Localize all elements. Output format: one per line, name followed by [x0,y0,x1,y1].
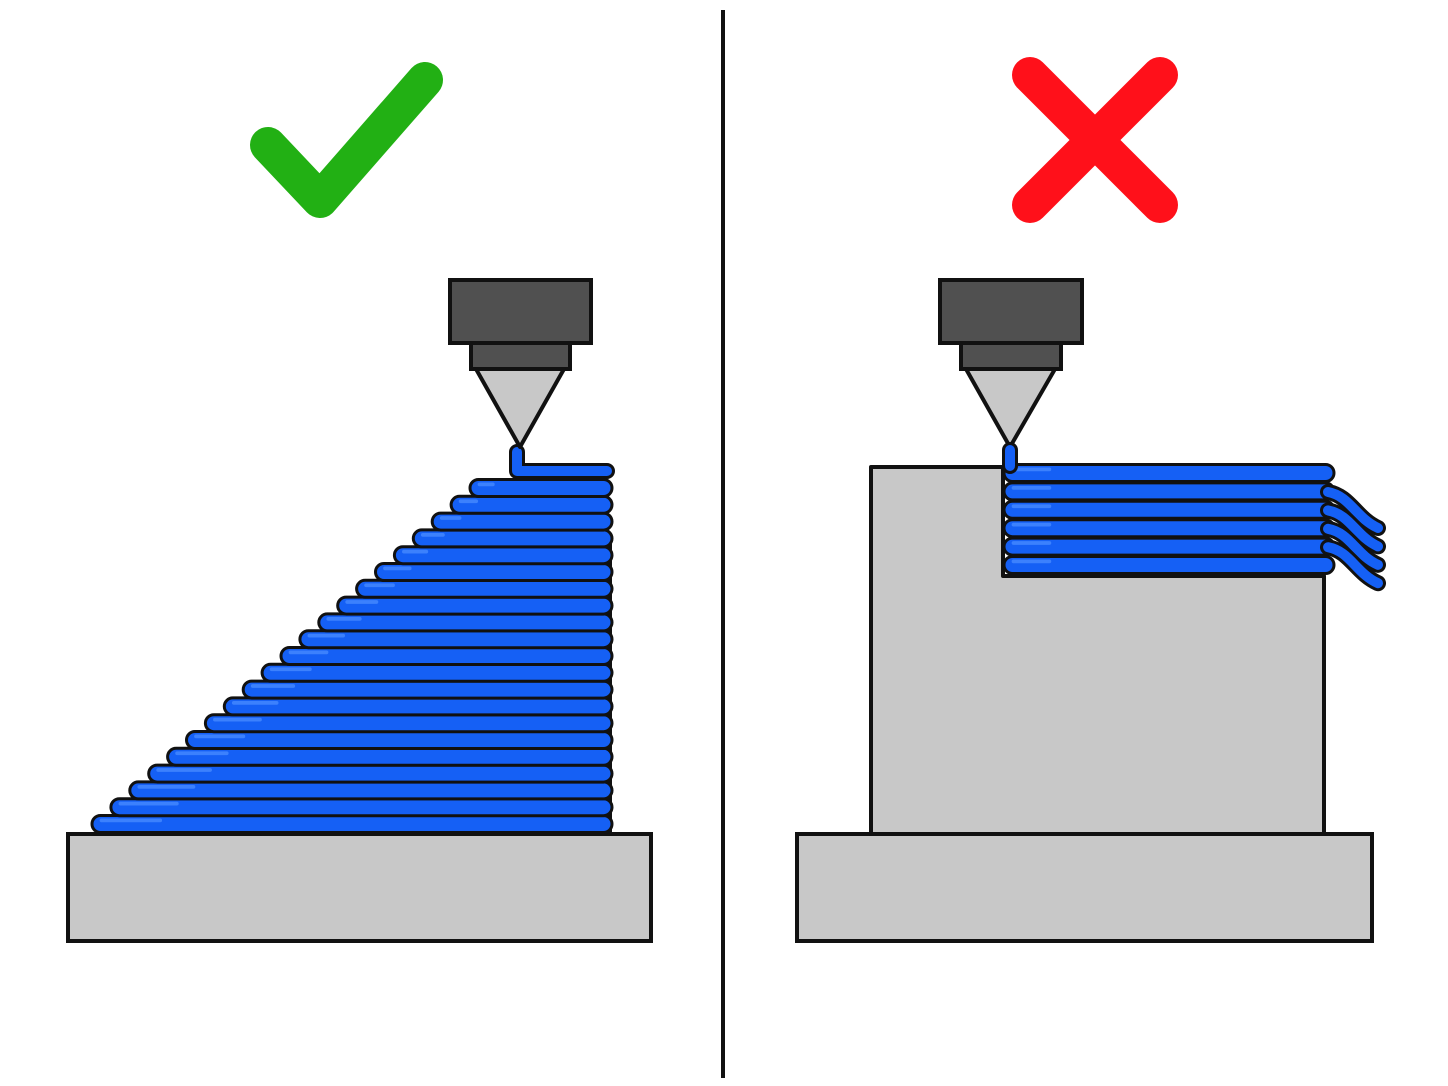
filament-layer [336,595,614,616]
stepped-part-right [869,465,1326,836]
filament-layer [392,545,614,566]
filament-layer [109,797,614,818]
build-bed-left [66,832,653,943]
drooping-strand [1320,502,1386,555]
drooping-strand [1320,484,1386,536]
filament-layer [1002,555,1336,575]
nozzle-right [938,278,1084,449]
filament-layer [298,629,614,650]
filament-layer [185,730,614,750]
filament-layer [1002,481,1336,502]
filament-layer [222,696,614,717]
filament-layer [279,646,614,666]
heater-block-right [938,278,1084,345]
filament-layer [355,578,614,599]
filament-layer [1002,499,1336,520]
filament-layer [468,478,614,498]
nozzle-tip-left [474,367,566,449]
filament-layer [411,528,614,549]
cross-mark-icon [1012,57,1178,223]
nozzle-collar-left [469,341,572,371]
nozzle-left [448,278,593,449]
filament-layers-right [1002,463,1336,575]
check-mark-icon [250,62,443,218]
filament-layer [166,746,614,767]
drooping-strand [1320,520,1386,573]
filament-layer [1002,536,1336,557]
nozzle-tip-right [964,367,1057,449]
nozzle-collar-right [959,341,1063,371]
filament-layer [241,679,614,700]
right-panel [795,57,1386,943]
top-filament-layer-left [509,444,615,479]
filament-layer [430,511,614,532]
filament-layer [449,494,614,515]
filament-layer [147,763,614,784]
build-bed-right [795,832,1374,943]
filament-layer [260,662,614,683]
left-panel [66,62,653,943]
heater-block-left [448,278,593,345]
filament-layer [1002,463,1336,483]
filament-layer [1002,518,1336,539]
drooping-filament-right [1320,484,1386,592]
filament-layer [374,562,614,582]
drooping-strand [1320,539,1386,592]
filament-layer [317,612,614,633]
filament-layer [128,780,614,801]
filament-layer [203,713,614,734]
filament-layer [90,814,614,834]
filament-layers-left [90,478,614,834]
